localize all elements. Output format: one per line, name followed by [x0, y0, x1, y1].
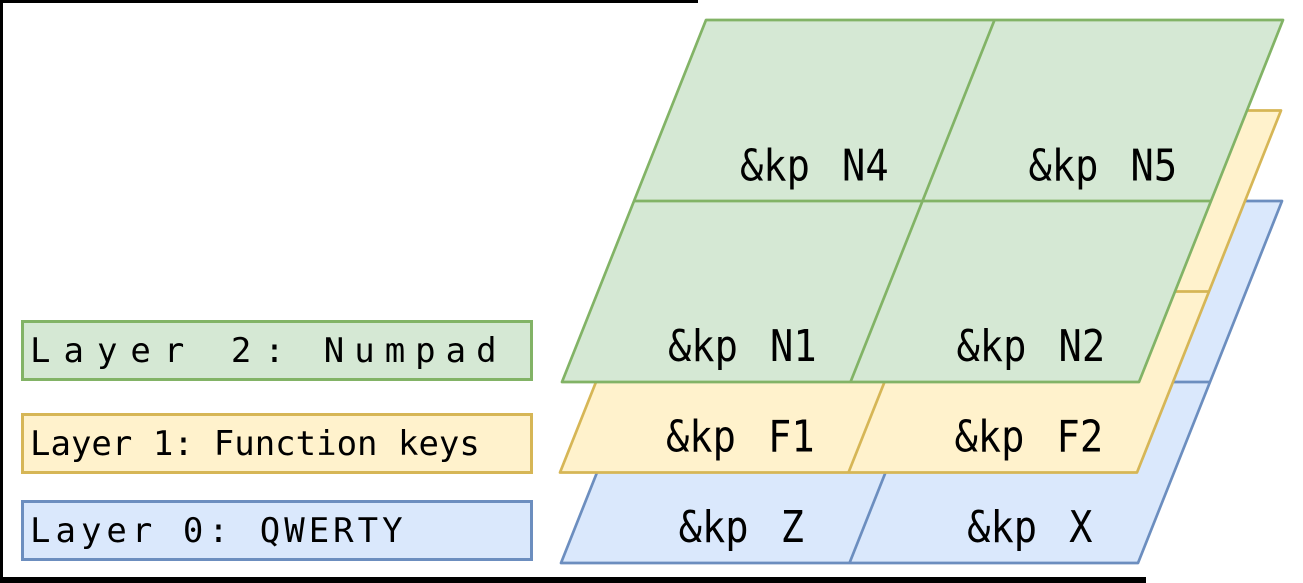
layer-numpad-column-divider: [849, 19, 996, 383]
layer-numpad-plane: [560, 18, 1285, 384]
key-binding-function-f2: &kp F2: [954, 411, 1103, 462]
key-binding-numpad-n2: &kp N2: [956, 321, 1105, 372]
legend-layer-1-prefix: Layer 1:: [30, 423, 194, 464]
legend-layer-2-name: Numpad: [323, 330, 507, 371]
screenshot-frame-bottom: [0, 577, 1146, 583]
key-binding-numpad-n5: &kp N5: [1028, 140, 1177, 191]
legend-layer-0-qwerty: Layer 0: QWERTY: [21, 500, 533, 561]
key-binding-qwerty-z: &kp Z: [679, 502, 804, 553]
screenshot-frame-left: [0, 0, 3, 583]
key-binding-function-f1: &kp F1: [666, 411, 815, 462]
key-binding-qwerty-x: &kp X: [967, 502, 1092, 553]
key-binding-numpad-n4: &kp N4: [740, 140, 889, 191]
legend-layer-2-numpad: Layer 2: Numpad: [21, 320, 533, 381]
legend-layer-1-name: Function keys: [213, 423, 480, 464]
legend-layer-2-prefix: Layer 2:: [30, 330, 298, 371]
legend-layer-0-prefix: Layer 0:: [30, 510, 234, 551]
legend-layer-0-name: QWERTY: [259, 510, 407, 551]
screenshot-frame-top: [0, 0, 698, 3]
legend-layer-1-function-keys: Layer 1: Function keys: [21, 413, 533, 474]
key-binding-numpad-n1: &kp N1: [668, 321, 817, 372]
